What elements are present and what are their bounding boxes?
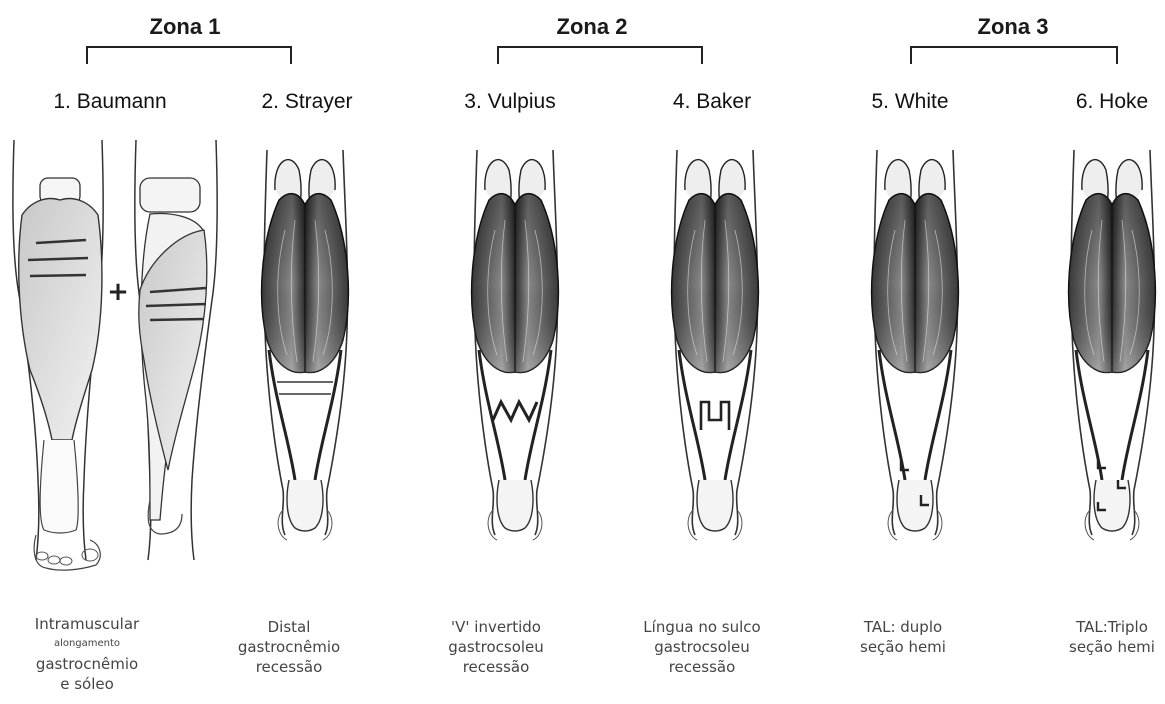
caption-line: seção hemi	[1022, 637, 1165, 657]
caption-line: recessão	[406, 657, 586, 677]
caption-line: Distal	[199, 617, 379, 637]
caption-baumann: Intramuscular alongamento gastrocnêmio e…	[0, 614, 177, 694]
caption-line: TAL:Triplo	[1022, 617, 1165, 637]
caption-line: gastrocnêmio	[199, 637, 379, 657]
caption-strayer: Distal gastrocnêmio recessão	[199, 617, 379, 677]
baumann-leg-left	[13, 140, 103, 570]
caption-line: TAL: duplo	[813, 617, 993, 637]
caption-line: Língua no sulco	[612, 617, 792, 637]
caption-baker: Língua no sulco gastrocsoleu recessão	[612, 617, 792, 677]
caption-line: 'V' invertido	[406, 617, 586, 637]
white-leg	[872, 150, 959, 540]
caption-line: e sóleo	[0, 674, 177, 694]
baumann-leg-right	[135, 140, 217, 560]
baker-leg	[672, 150, 759, 540]
caption-line: seção hemi	[813, 637, 993, 657]
caption-vulpius: 'V' invertido gastrocsoleu recessão	[406, 617, 586, 677]
plus-sign: +	[107, 277, 129, 307]
caption-line: gastrocsoleu	[612, 637, 792, 657]
vulpius-leg	[472, 150, 559, 540]
caption-line: gastrocsoleu	[406, 637, 586, 657]
hoke-leg	[1069, 150, 1156, 540]
strayer-leg	[262, 150, 349, 540]
caption-white: TAL: duplo seção hemi	[813, 617, 993, 657]
caption-line: Intramuscular	[0, 614, 177, 634]
caption-line: alongamento	[0, 634, 177, 654]
caption-line: recessão	[612, 657, 792, 677]
caption-hoke: TAL:Triplo seção hemi	[1022, 617, 1165, 657]
caption-line: gastrocnêmio	[0, 654, 177, 674]
caption-line: recessão	[199, 657, 379, 677]
